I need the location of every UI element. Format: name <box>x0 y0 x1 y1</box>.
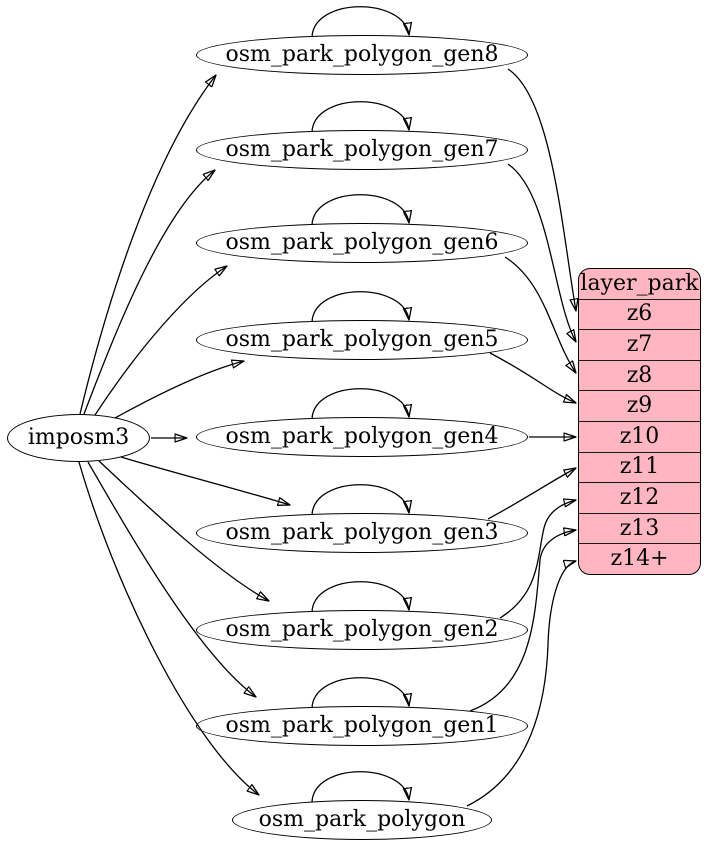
node-label: osm_park_polygon_gen6 <box>225 230 499 255</box>
edge-polygon-z14 <box>466 561 576 807</box>
edge-gen5-z9 <box>489 352 576 403</box>
layer-park-row-z7: z7 <box>579 329 700 360</box>
node-osm-park-polygon-gen4: osm_park_polygon_gen4 <box>196 417 528 457</box>
edge-imposm3-gen3 <box>120 456 290 505</box>
node-osm-park-polygon-gen8: osm_park_polygon_gen8 <box>196 35 528 75</box>
edge-imposm3-gen1 <box>87 461 256 697</box>
edge-gen7-z7 <box>507 163 576 342</box>
layer-park-row-z11: z11 <box>579 451 700 483</box>
node-osm-park-polygon-gen2: osm_park_polygon_gen2 <box>196 610 528 650</box>
layer-park-row-z13: z13 <box>579 512 700 544</box>
selfloop-gen6 <box>311 194 409 226</box>
node-label: osm_park_polygon_gen2 <box>225 617 499 642</box>
layer-park-header: layer_park <box>580 270 699 296</box>
edge-imposm3-gen5 <box>114 361 244 419</box>
node-label: osm_park_polygon_gen5 <box>225 327 499 352</box>
node-label: osm_park_polygon_gen7 <box>225 137 499 162</box>
layer-park-row-z9: z9 <box>579 390 700 421</box>
node-osm-park-polygon-gen5: osm_park_polygon_gen5 <box>196 320 528 360</box>
selfloop-polygon <box>311 771 409 803</box>
selfloop-gen3 <box>311 484 409 516</box>
selfloop-gen7 <box>311 101 409 133</box>
layer-park-row-z10: z10 <box>579 420 700 452</box>
node-label: osm_park_polygon_gen3 <box>225 520 499 545</box>
node-osm-park-polygon-gen1: osm_park_polygon_gen1 <box>196 706 528 746</box>
node-osm-park-polygon-gen3: osm_park_polygon_gen3 <box>196 513 528 553</box>
edge-imposm3-gen7 <box>83 170 215 415</box>
node-imposm3: imposm3 <box>7 414 150 462</box>
selfloop-gen4 <box>311 388 409 420</box>
layer-park-row-z12: z12 <box>579 482 700 513</box>
node-imposm3-label: imposm3 <box>27 425 130 450</box>
layer-park-table: layer_park z6 z7 z8 z9 z10 z11 z12 z13 z… <box>578 268 701 575</box>
node-osm-park-polygon-gen6: osm_park_polygon_gen6 <box>196 223 528 263</box>
node-osm-park-polygon: osm_park_polygon <box>232 800 492 840</box>
node-label: osm_park_polygon <box>258 807 466 832</box>
edge-gen2-z12 <box>499 500 576 619</box>
node-osm-park-polygon-gen7: osm_park_polygon_gen7 <box>196 130 528 170</box>
selfloop-gen5 <box>311 291 409 323</box>
selfloop-gen2 <box>311 581 409 613</box>
node-label: osm_park_polygon_gen1 <box>225 713 499 738</box>
edge-gen6-z8 <box>504 256 576 373</box>
selfloop-gen1 <box>311 677 409 709</box>
edge-gen3-z11 <box>487 468 576 520</box>
node-label: osm_park_polygon_gen4 <box>225 424 499 449</box>
layer-park-row-z14plus: z14+ <box>579 543 700 574</box>
selfloop-gen8 <box>311 6 409 38</box>
node-label: osm_park_polygon_gen8 <box>225 42 499 67</box>
layer-park-row-z6: z6 <box>579 298 700 330</box>
edge-gen8-z6 <box>507 68 576 311</box>
layer-park-row-z8: z8 <box>579 359 700 391</box>
